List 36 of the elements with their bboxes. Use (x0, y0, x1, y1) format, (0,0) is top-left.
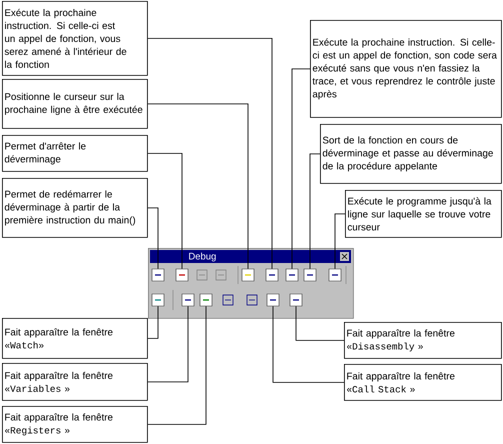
toolbar-icon (266, 294, 280, 306)
leader-line (147, 104, 248, 270)
leader-line (334, 213, 346, 270)
callout-box: Positionne le curseur sur la prochaine ligne à être exécutée (2, 79, 148, 129)
toolbar-icon (304, 268, 316, 282)
toolbar-icon (182, 294, 194, 306)
leader-line (147, 38, 272, 270)
toolbar-icon (242, 268, 254, 282)
leader-line (292, 68, 310, 270)
toolbar-icon (200, 294, 212, 306)
leader-line (296, 306, 344, 341)
toolbar-icon (328, 268, 342, 282)
leader-line (310, 154, 320, 270)
callout-box: Fait apparaître la fenêtre «Watch» (2, 318, 148, 359)
leader-line (147, 306, 188, 382)
toolbar-icon (266, 268, 278, 282)
toolbar-icon (152, 268, 164, 282)
leader-line (272, 306, 344, 383)
toolbar-icon (176, 268, 188, 282)
callout-box: Fait apparaître la fenêtre «Call Stack » (344, 364, 502, 401)
callout-box: Exécute le programme jusqu'à la ligne sur laquelle se trouve votre curseur (345, 190, 502, 238)
callout-box: Permet d'arrêter le déverminage (2, 135, 148, 172)
callout-box: Fait apparaître la fenêtre «Variables » (2, 363, 148, 401)
toolbar-icon (286, 268, 298, 282)
toolbar-icon (290, 294, 302, 306)
callout-box: Fait apparaître la fenêtre «Disassembly » (344, 322, 502, 359)
callout-box: Permet de redémarrer le déverminage à partir de la première instruction du main() (2, 178, 148, 238)
leader-line (147, 306, 158, 339)
callout-box: Fait apparaître la fenêtre «Registers » (2, 406, 148, 443)
callout-box: Exécute la prochaine instruction. Si celle-ci est un appel de fonction, vous serez amené à l'intérieur de la fonction (2, 1, 148, 76)
callout-box: Sort de la fonction en cours de déverminage et passe au déverminage de la procédure appelante (320, 124, 502, 184)
callout-box: Exécute la prochaine instruction. Si celle-ci est un appel de fonction, son code sera exécuté sans que vous n'en fassiez la trace, et vous reprendrez le contrôle juste après (310, 20, 502, 118)
leader-line (147, 207, 158, 270)
leader-line (147, 153, 182, 270)
toolbar-icon (152, 294, 164, 306)
leader-line (147, 306, 206, 425)
